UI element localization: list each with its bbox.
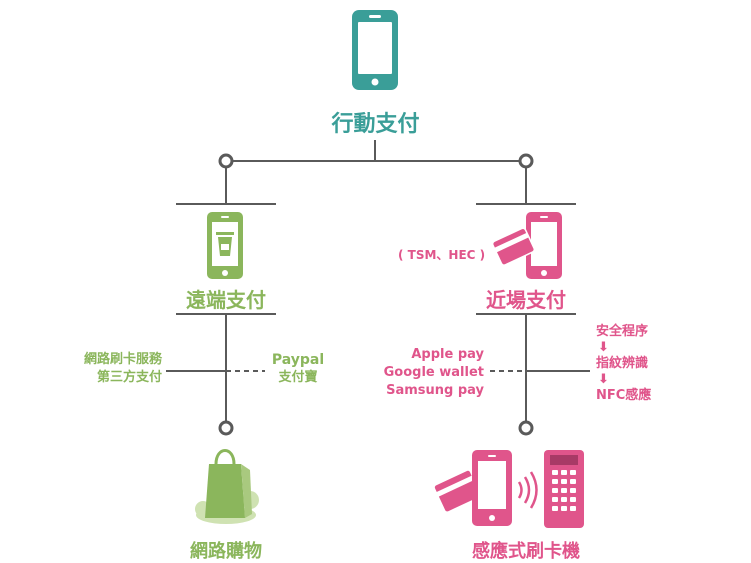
remote-right-label: Paypal xyxy=(271,352,325,368)
node-proximity-top xyxy=(518,153,534,169)
node-remote-top xyxy=(218,153,234,169)
proximity-title: 近場支付 xyxy=(486,288,566,312)
proximity-right-label: NFC感應 xyxy=(596,388,652,403)
down-arrow-icon: ⬇ xyxy=(598,340,609,355)
node-proximity-bottom xyxy=(518,420,534,436)
smartphone-icon xyxy=(352,10,398,90)
down-arrow-icon: ⬇ xyxy=(598,372,609,387)
phone-card-icon xyxy=(491,212,562,279)
connector-lines xyxy=(166,140,590,421)
remote-right-labels: Paypal 支付寶 xyxy=(268,351,328,387)
proximity-right-label: 指紋辨識 xyxy=(596,356,649,371)
proximity-right-label: 安全程序 xyxy=(596,324,649,339)
node-remote-bottom xyxy=(218,420,234,436)
connector-nodes xyxy=(218,153,534,436)
proximity-note: ( TSM、HEC ) xyxy=(398,248,486,262)
root-title: 行動支付 xyxy=(331,112,420,137)
remote-leaf-title: 網路購物 xyxy=(190,541,262,562)
shopping-bag-icon xyxy=(195,449,259,524)
phone-atm-icon xyxy=(207,212,243,279)
proximity-right-labels: 安全程序 ⬇ 指紋辨識 ⬇ NFC感應 xyxy=(596,324,651,404)
remote-left-label: 網路刷卡服務 xyxy=(83,352,162,367)
remote-right-label: 支付寶 xyxy=(278,370,318,385)
remote-left-label: 第三方支付 xyxy=(96,370,162,385)
proximity-left-labels: Apple pay Google wallet Samsung pay xyxy=(370,346,484,400)
proximity-left-label: Samsung pay xyxy=(386,383,484,398)
proximity-left-label: Apple pay xyxy=(411,347,484,362)
remote-left-labels: 網路刷卡服務 第三方支付 xyxy=(40,351,162,387)
proximity-left-label: Google wallet xyxy=(383,365,484,380)
proximity-leaf-title: 感應式刷卡機 xyxy=(472,541,580,562)
nfc-card-reader-icon xyxy=(433,450,584,528)
remote-title: 遠端支付 xyxy=(186,288,266,312)
